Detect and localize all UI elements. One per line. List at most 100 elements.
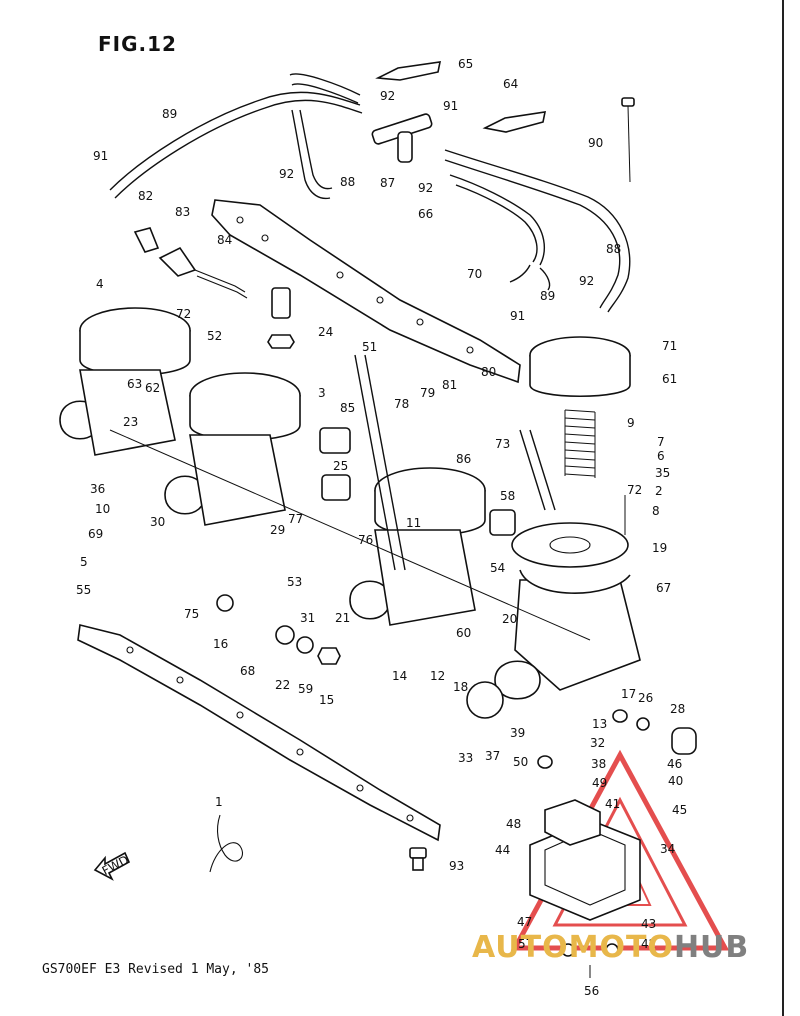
link-plates: [133, 227, 248, 299]
callout-37: 37: [485, 749, 500, 763]
callout-19: 19: [652, 541, 667, 555]
callout-16: 16: [213, 637, 228, 651]
callout-79: 79: [420, 386, 435, 400]
bracket-plate-66: [211, 199, 521, 384]
callout-90: 90: [588, 136, 603, 150]
callout-6: 6: [657, 449, 665, 463]
link-rod: [109, 429, 591, 641]
callout-13: 13: [592, 717, 607, 731]
callout-28: 28: [670, 702, 685, 716]
callout-61: 61: [662, 372, 677, 386]
callout-2: 2: [655, 484, 663, 498]
callout-55: 55: [76, 583, 91, 597]
callout-41: 41: [605, 797, 620, 811]
callout-39: 39: [510, 726, 525, 740]
callout-82: 82: [138, 189, 153, 203]
clamp-65: [375, 61, 442, 81]
watermark-text: AUTOMOTOHUB: [472, 930, 749, 965]
callout-35: 35: [655, 466, 670, 480]
callout-36: 36: [90, 482, 105, 496]
bolt-74: [409, 847, 427, 871]
callout-18: 18: [453, 680, 468, 694]
callout-25: 25: [333, 459, 348, 473]
bolt-24: [267, 287, 295, 349]
long-screw-90: [621, 97, 635, 183]
callout-7: 7: [657, 435, 665, 449]
callout-76: 76: [358, 533, 373, 547]
callout-22: 22: [275, 678, 290, 692]
callout-26: 26: [638, 691, 653, 705]
callout-8: 8: [652, 504, 660, 518]
page-border: [782, 0, 784, 1016]
callout-92: 92: [418, 181, 433, 195]
callout-88: 88: [606, 242, 621, 256]
callout-10: 10: [95, 502, 110, 516]
callout-1: 1: [215, 795, 223, 809]
callout-11: 11: [406, 516, 421, 530]
callout-85: 85: [340, 401, 355, 415]
callout-62: 62: [145, 381, 160, 395]
callout-91: 91: [443, 99, 458, 113]
callout-30: 30: [150, 515, 165, 529]
callout-71: 71: [662, 339, 677, 353]
bottom-bracket-plate: [77, 624, 441, 842]
callout-70: 70: [467, 267, 482, 281]
callout-72: 72: [627, 483, 642, 497]
callout-48: 48: [506, 817, 521, 831]
callout-4: 4: [96, 277, 104, 291]
spring-9: [564, 409, 596, 478]
callout-34: 34: [660, 842, 675, 856]
callout-9: 9: [627, 416, 635, 430]
callout-81: 81: [442, 378, 457, 392]
callout-17: 17: [621, 687, 636, 701]
callout-92: 92: [579, 274, 594, 288]
callout-93: 93: [449, 859, 464, 873]
top-cap-61: [529, 336, 631, 398]
callout-20: 20: [502, 612, 517, 626]
callout-33: 33: [458, 751, 473, 765]
callout-91: 91: [93, 149, 108, 163]
vent-hoses: [109, 73, 631, 313]
carburetor-2: [349, 467, 486, 626]
callout-83: 83: [175, 205, 190, 219]
clip-93: [209, 814, 243, 873]
callout-47: 47: [517, 915, 532, 929]
callout-72: 72: [176, 307, 191, 321]
callout-54: 54: [490, 561, 505, 575]
callout-46: 46: [667, 757, 682, 771]
callout-43: 43: [641, 917, 656, 931]
callout-91: 91: [510, 309, 525, 323]
callout-21: 21: [335, 611, 350, 625]
callout-78: 78: [394, 397, 409, 411]
callout-53: 53: [287, 575, 302, 589]
callout-40: 40: [668, 774, 683, 788]
callout-63: 63: [127, 377, 142, 391]
callout-92: 92: [380, 89, 395, 103]
callout-89: 89: [162, 107, 177, 121]
clamp-64: [482, 111, 547, 133]
callout-32: 32: [590, 736, 605, 750]
carburetor-3: [164, 372, 301, 526]
callout-69: 69: [88, 527, 103, 541]
callout-73: 73: [495, 437, 510, 451]
callout-65: 65: [458, 57, 473, 71]
callout-52: 52: [207, 329, 222, 343]
fwd-arrow-icon: [93, 851, 131, 881]
callout-86: 86: [456, 452, 471, 466]
callout-60: 60: [456, 626, 471, 640]
callout-88: 88: [340, 175, 355, 189]
callout-64: 64: [503, 77, 518, 91]
callout-75: 75: [184, 607, 199, 621]
t-fitting: [371, 113, 433, 163]
callout-31: 31: [300, 611, 315, 625]
callout-58: 58: [500, 489, 515, 503]
callout-77: 77: [288, 512, 303, 526]
watermark-part1: AUTO: [472, 930, 569, 965]
callout-38: 38: [591, 757, 606, 771]
float-44: [544, 799, 601, 846]
callout-3: 3: [318, 386, 326, 400]
callout-12: 12: [430, 669, 445, 683]
callout-50: 50: [513, 755, 528, 769]
